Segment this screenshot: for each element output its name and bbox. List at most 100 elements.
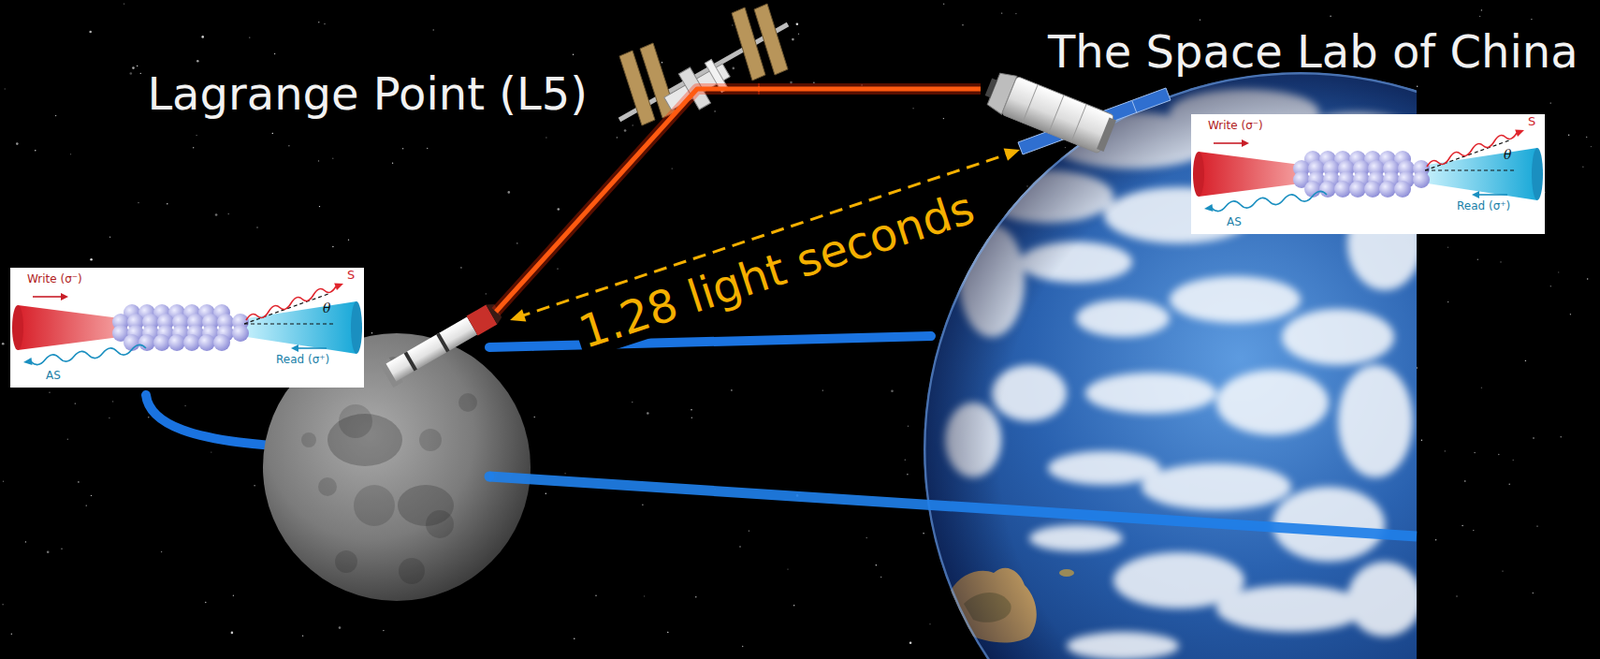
star	[147, 416, 149, 418]
star	[4, 87, 6, 89]
star	[572, 54, 574, 56]
star	[137, 202, 139, 204]
star	[88, 30, 92, 34]
star	[332, 246, 334, 248]
read-beam-label: Read (σ⁺)	[276, 353, 330, 367]
star	[1329, 15, 1331, 17]
star	[210, 450, 212, 452]
star	[880, 576, 882, 578]
star	[348, 239, 350, 241]
star	[741, 645, 743, 647]
star	[1421, 439, 1423, 441]
space-station-picture-part-part	[754, 3, 788, 75]
lunar-rocket-part	[404, 350, 418, 371]
star	[272, 132, 274, 134]
earth-part-part	[923, 72, 1417, 659]
star	[1473, 451, 1475, 453]
star	[1447, 301, 1449, 303]
star	[231, 631, 234, 635]
star	[70, 153, 72, 155]
space-lab-picture-part-part	[1048, 95, 1064, 134]
space-lab-picture-part-part	[985, 77, 998, 98]
star	[646, 411, 650, 415]
star	[288, 145, 290, 146]
star	[545, 493, 547, 495]
angle-label: θ	[322, 300, 331, 316]
star	[302, 635, 304, 637]
distance-arrow-part	[509, 308, 526, 321]
star	[661, 61, 663, 63]
star	[256, 226, 258, 228]
star	[1570, 313, 1571, 315]
star	[318, 21, 320, 23]
star	[2, 480, 4, 482]
star	[875, 564, 877, 566]
moon-part	[301, 356, 478, 584]
star	[791, 38, 795, 42]
stokes-label: S	[347, 268, 355, 283]
moon-part-part	[398, 557, 425, 584]
write-beam-label: Write (σ⁻)	[1207, 119, 1264, 133]
star	[1435, 538, 1437, 540]
angle-label: θ	[1503, 146, 1512, 162]
quantum-memory-picture	[1191, 114, 1545, 234]
space-lab-picture-part	[980, 67, 1118, 155]
star	[433, 29, 435, 30]
star	[228, 213, 230, 215]
star	[1064, 146, 1066, 148]
space-lab-picture-part-part	[1001, 75, 1114, 154]
star	[319, 205, 320, 207]
stokes-label: S	[1527, 115, 1536, 130]
lunar-rocket	[378, 298, 506, 388]
lab-title: The Space Lab of China	[1047, 26, 1579, 78]
star	[731, 24, 733, 26]
star	[730, 389, 732, 391]
star	[60, 548, 62, 550]
orbit-line	[489, 335, 931, 348]
star	[109, 236, 111, 238]
star	[77, 480, 79, 482]
orbit-line	[145, 394, 274, 446]
star	[48, 392, 50, 393]
star	[556, 267, 558, 269]
star	[1472, 529, 1474, 531]
star	[108, 417, 110, 419]
star	[392, 162, 393, 164]
star	[1481, 9, 1483, 11]
star	[912, 107, 914, 109]
star	[34, 149, 36, 151]
star	[166, 203, 168, 204]
star	[323, 23, 325, 25]
anti-stokes-label: AS	[45, 369, 61, 383]
star	[253, 484, 255, 486]
star	[909, 641, 913, 645]
star	[1481, 387, 1483, 389]
star	[1509, 483, 1511, 485]
star	[382, 629, 384, 631]
star	[1, 603, 3, 605]
star	[1, 342, 5, 346]
star	[55, 115, 57, 117]
star	[564, 472, 566, 474]
star	[195, 134, 197, 136]
star	[112, 400, 114, 402]
star	[1550, 285, 1552, 287]
star	[691, 417, 693, 419]
star	[201, 35, 204, 39]
star	[204, 601, 206, 603]
star	[904, 459, 906, 461]
moon-part-part	[353, 484, 395, 526]
star	[160, 551, 162, 553]
quantum-memory-inset: Write (σ⁻)SθRead (σ⁺)AS	[10, 267, 364, 388]
star	[534, 416, 536, 418]
space-station-picture-part	[619, 3, 788, 126]
star	[1416, 86, 1418, 88]
star	[11, 633, 13, 635]
star	[46, 551, 50, 554]
space-lab-picture-part-part	[1071, 103, 1087, 143]
earth	[923, 72, 1417, 659]
star	[215, 213, 219, 217]
star	[713, 110, 715, 112]
star	[798, 33, 800, 35]
star	[25, 540, 27, 542]
